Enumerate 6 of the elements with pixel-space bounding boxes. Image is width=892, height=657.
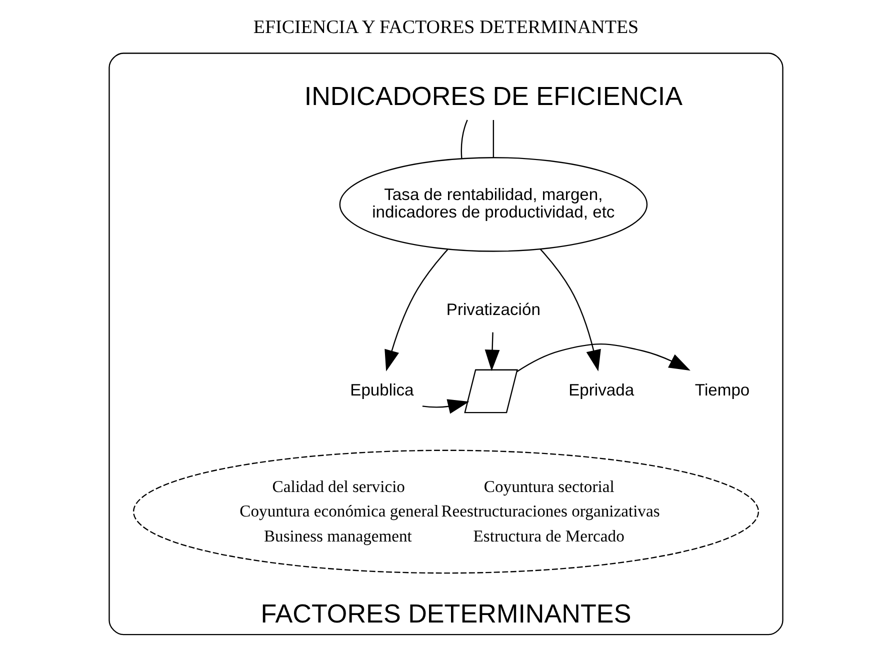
node-text: Privatización [446,300,540,319]
node-text: Epublica [350,380,414,400]
diagram-title: EFICIENCIA Y FACTORES DETERMINANTES [253,16,639,38]
node-text: Tiempo [694,380,750,400]
node-text: INDICADORES DE EFICIENCIA [304,80,683,111]
node-text: Eprivada [568,380,634,400]
